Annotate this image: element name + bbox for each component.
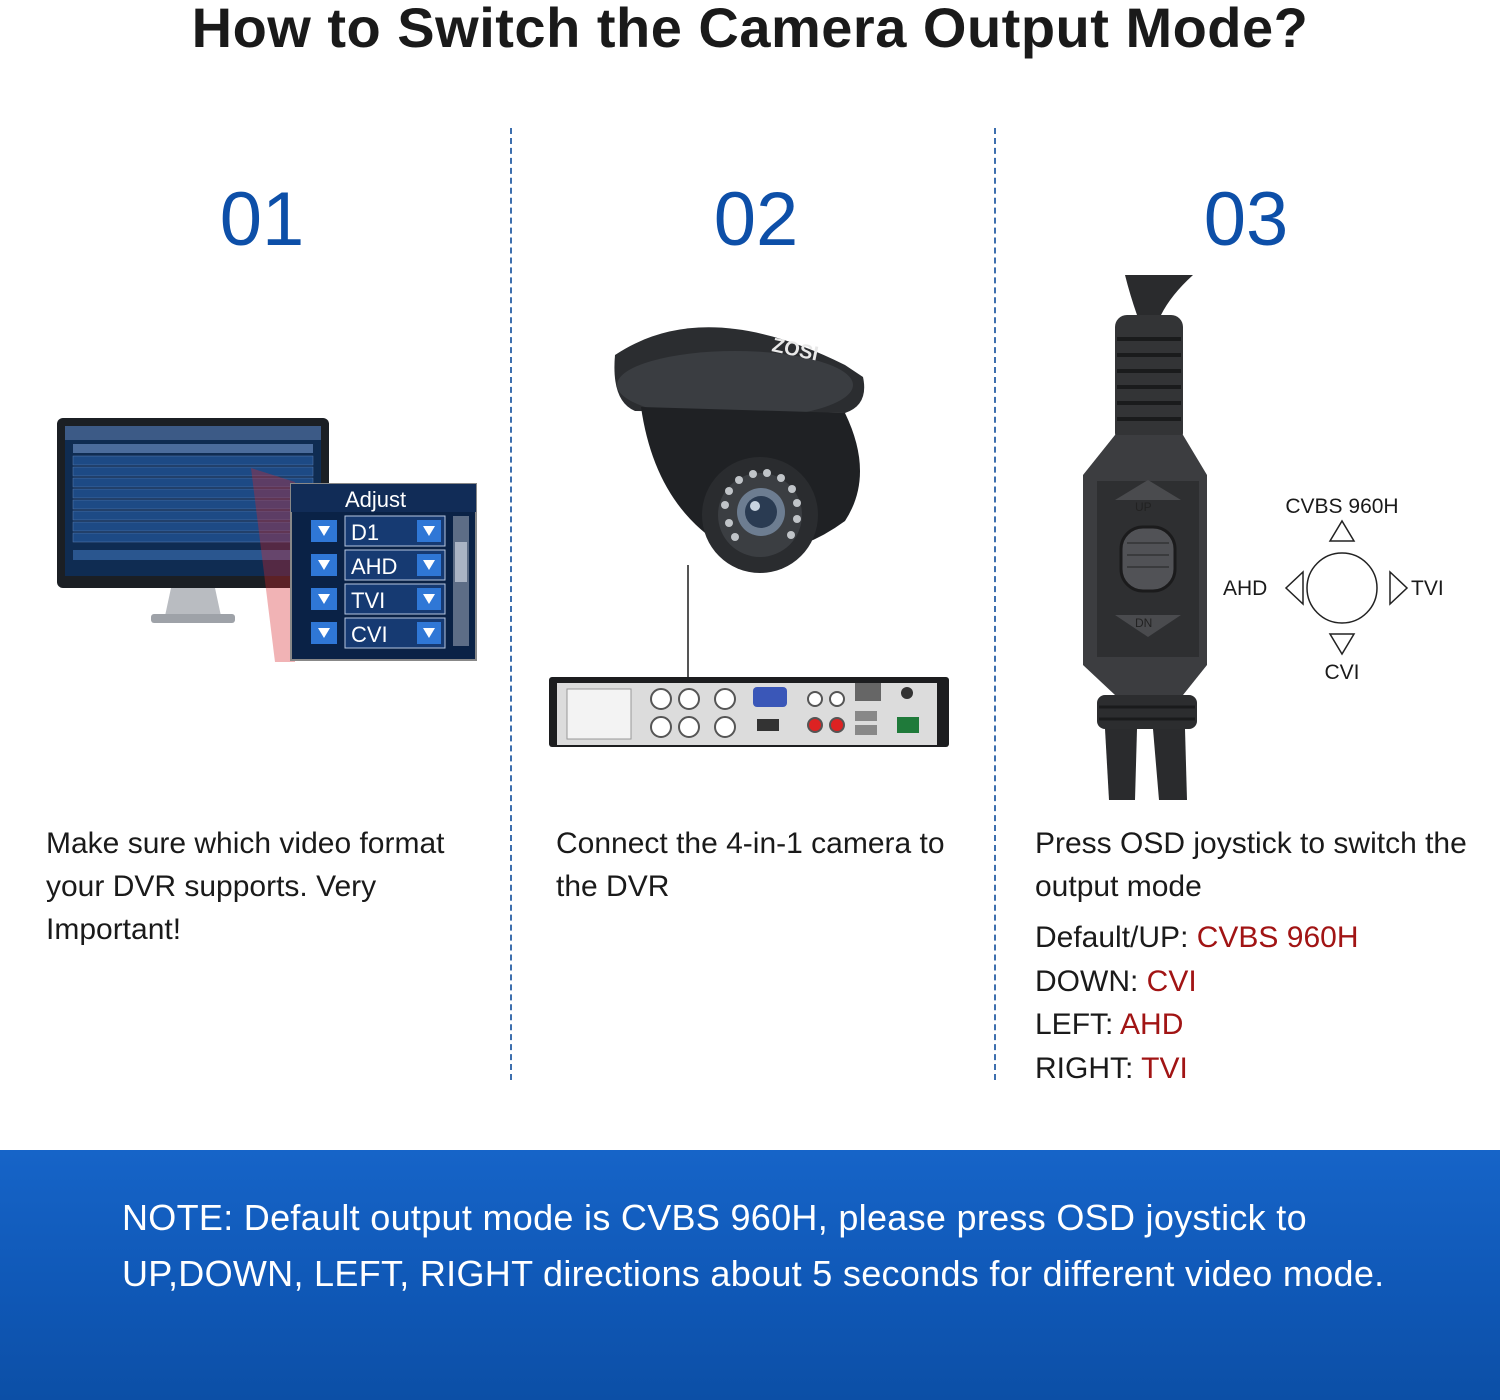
step-2-description: Connect the 4-in-1 camera to the DVR bbox=[556, 827, 945, 903]
step-3-number: 03 bbox=[1203, 177, 1289, 262]
step-1-number: 01 bbox=[219, 177, 305, 262]
joystick-circle bbox=[1306, 552, 1378, 624]
output-mode-list: Default/UP: CVBS 960H DOWN: CVI LEFT: AH… bbox=[1035, 916, 1358, 1090]
dvr-menu-illustration: Adjust D1 AHD TVI CVI bbox=[57, 418, 477, 662]
page-title: How to Switch the Camera Output Mode? bbox=[191, 0, 1309, 59]
up-key-label: UP bbox=[1135, 500, 1152, 514]
mode-label: RIGHT: bbox=[1035, 1051, 1142, 1085]
arrow-down-icon bbox=[1328, 633, 1356, 656]
arrow-right-icon bbox=[1389, 570, 1409, 606]
mode-label: Default/UP: bbox=[1035, 921, 1197, 954]
column-divider bbox=[994, 128, 996, 1080]
menu-option: AHD bbox=[351, 554, 397, 579]
mode-label: LEFT: bbox=[1035, 1008, 1121, 1041]
arrow-up-icon bbox=[1328, 519, 1356, 542]
direction-up-label: CVBS 960H bbox=[1285, 495, 1398, 518]
camera-dvr-illustration: ZOSI bbox=[549, 327, 949, 747]
direction-left-label: AHD bbox=[1223, 577, 1267, 600]
mode-row: DOWN: CVI bbox=[1035, 960, 1358, 1004]
menu-option: D1 bbox=[351, 520, 379, 545]
mode-label: DOWN: bbox=[1035, 964, 1147, 998]
direction-right-label: TVI bbox=[1411, 577, 1444, 600]
step-3-description: Press OSD joystick to switch the output … bbox=[1035, 827, 1467, 903]
down-key-label: DN bbox=[1135, 616, 1152, 630]
mode-value: CVBS 960H bbox=[1196, 921, 1359, 954]
note-text: NOTE: Default output mode is CVBS 960H, … bbox=[122, 1197, 1385, 1294]
menu-header: Adjust bbox=[345, 487, 406, 512]
step-2-number: 02 bbox=[713, 177, 799, 262]
column-divider bbox=[510, 128, 512, 1080]
mode-row: RIGHT: TVI bbox=[1035, 1047, 1358, 1091]
mode-value: AHD bbox=[1120, 1008, 1184, 1041]
step-1-description: Make sure which video format your DVR su… bbox=[46, 827, 445, 946]
menu-option: TVI bbox=[351, 588, 385, 613]
note-banner bbox=[0, 1150, 1500, 1400]
mode-row: Default/UP: CVBS 960H bbox=[1035, 916, 1358, 960]
menu-option: CVI bbox=[351, 622, 388, 647]
direction-down-label: CVI bbox=[1324, 661, 1359, 684]
mode-row: LEFT: AHD bbox=[1035, 1003, 1358, 1047]
osd-joystick-cable-illustration: UP DN bbox=[1083, 275, 1207, 800]
mode-value: TVI bbox=[1141, 1051, 1188, 1085]
arrow-left-icon bbox=[1284, 570, 1304, 606]
mode-value: CVI bbox=[1146, 964, 1197, 998]
direction-diagram: CVBS 960H AHD TVI CVI bbox=[1223, 495, 1444, 684]
